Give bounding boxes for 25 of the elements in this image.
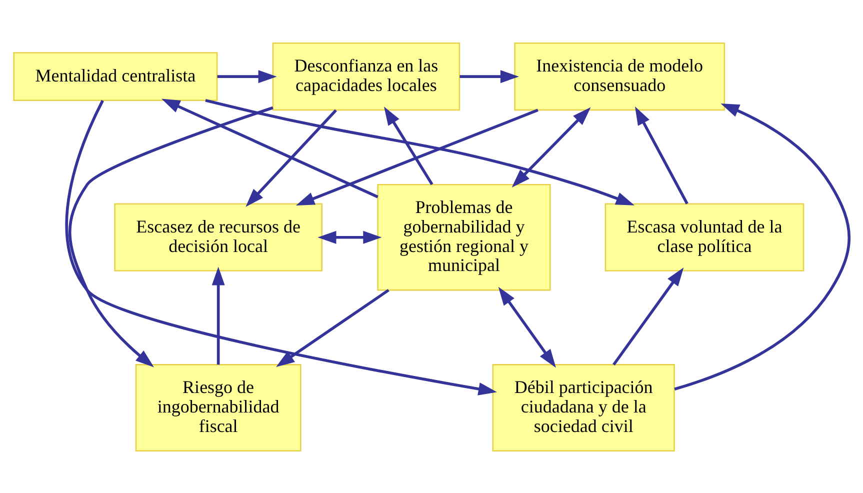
arrow: [212, 266, 225, 364]
arrow: [276, 288, 390, 367]
node-box: Escasa voluntad de la clase política: [604, 202, 804, 271]
arrow: [634, 106, 688, 204]
arrow: [205, 98, 634, 205]
node-box: Problemas de gobernabilidad y gestión regional y municipal: [377, 183, 551, 290]
arrow: [65, 99, 497, 395]
arrow: [674, 102, 851, 390]
arrow: [68, 106, 274, 367]
node-box: Riesgo de ingobernabilidad fiscal: [135, 364, 302, 451]
arrow: [296, 108, 538, 205]
arrow: [217, 70, 277, 83]
arrow: [384, 106, 434, 185]
arrow: [498, 286, 556, 368]
node-box: Mentalidad centralista: [13, 52, 218, 101]
arrow: [246, 108, 337, 206]
arrow: [161, 98, 378, 198]
arrow: [612, 267, 684, 365]
node-box: Desconfianza en las capacidades locales: [272, 42, 460, 110]
node-box: Inexistencia de modelo consensuado: [514, 42, 726, 110]
arrow: [318, 230, 382, 244]
node-box: Escasez de recursos de decisión local: [114, 202, 322, 271]
arrow: [460, 70, 519, 83]
node-box: Débil participación ciudadana y de la sociedad civil: [492, 364, 675, 451]
arrow: [512, 106, 591, 187]
